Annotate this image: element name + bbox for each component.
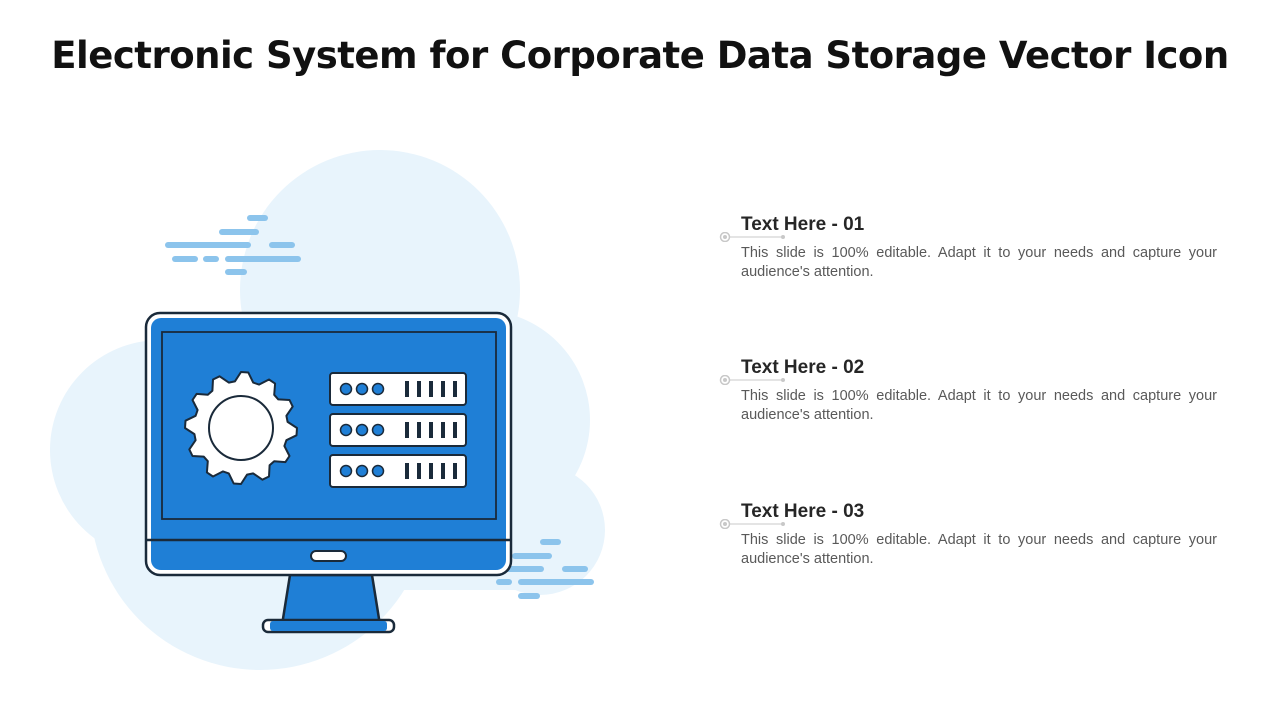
- bullet-marker-icon: [719, 519, 785, 529]
- server-rack-icon: [329, 372, 467, 488]
- item-description: This slide is 100% editable. Adapt it to…: [741, 245, 1217, 280]
- server-unit: [329, 454, 467, 488]
- text-item-01: Text Here - 01 This slide is 100% editab…: [718, 214, 1218, 284]
- server-unit: [329, 413, 467, 447]
- server-unit: [329, 372, 467, 406]
- speed-lines-top-left-icon: [165, 215, 301, 275]
- item-heading: Text Here - 02: [741, 357, 865, 378]
- bullet-marker-icon: [719, 232, 785, 242]
- gear-hub: [208, 395, 274, 461]
- gear-icon: [184, 371, 298, 485]
- item-description: This slide is 100% editable. Adapt it to…: [741, 388, 1217, 423]
- monitor-stand: [261, 573, 396, 634]
- item-heading: Text Here - 01: [741, 214, 865, 235]
- item-heading: Text Here - 03: [741, 501, 865, 522]
- monitor-gear-server-icon: [50, 150, 605, 670]
- text-item-03: Text Here - 03 This slide is 100% editab…: [718, 501, 1218, 571]
- slide-title: Electronic System for Corporate Data Sto…: [51, 34, 1229, 77]
- bullet-marker-icon: [719, 375, 785, 385]
- item-description: This slide is 100% editable. Adapt it to…: [741, 532, 1217, 567]
- text-item-02: Text Here - 02 This slide is 100% editab…: [718, 357, 1218, 427]
